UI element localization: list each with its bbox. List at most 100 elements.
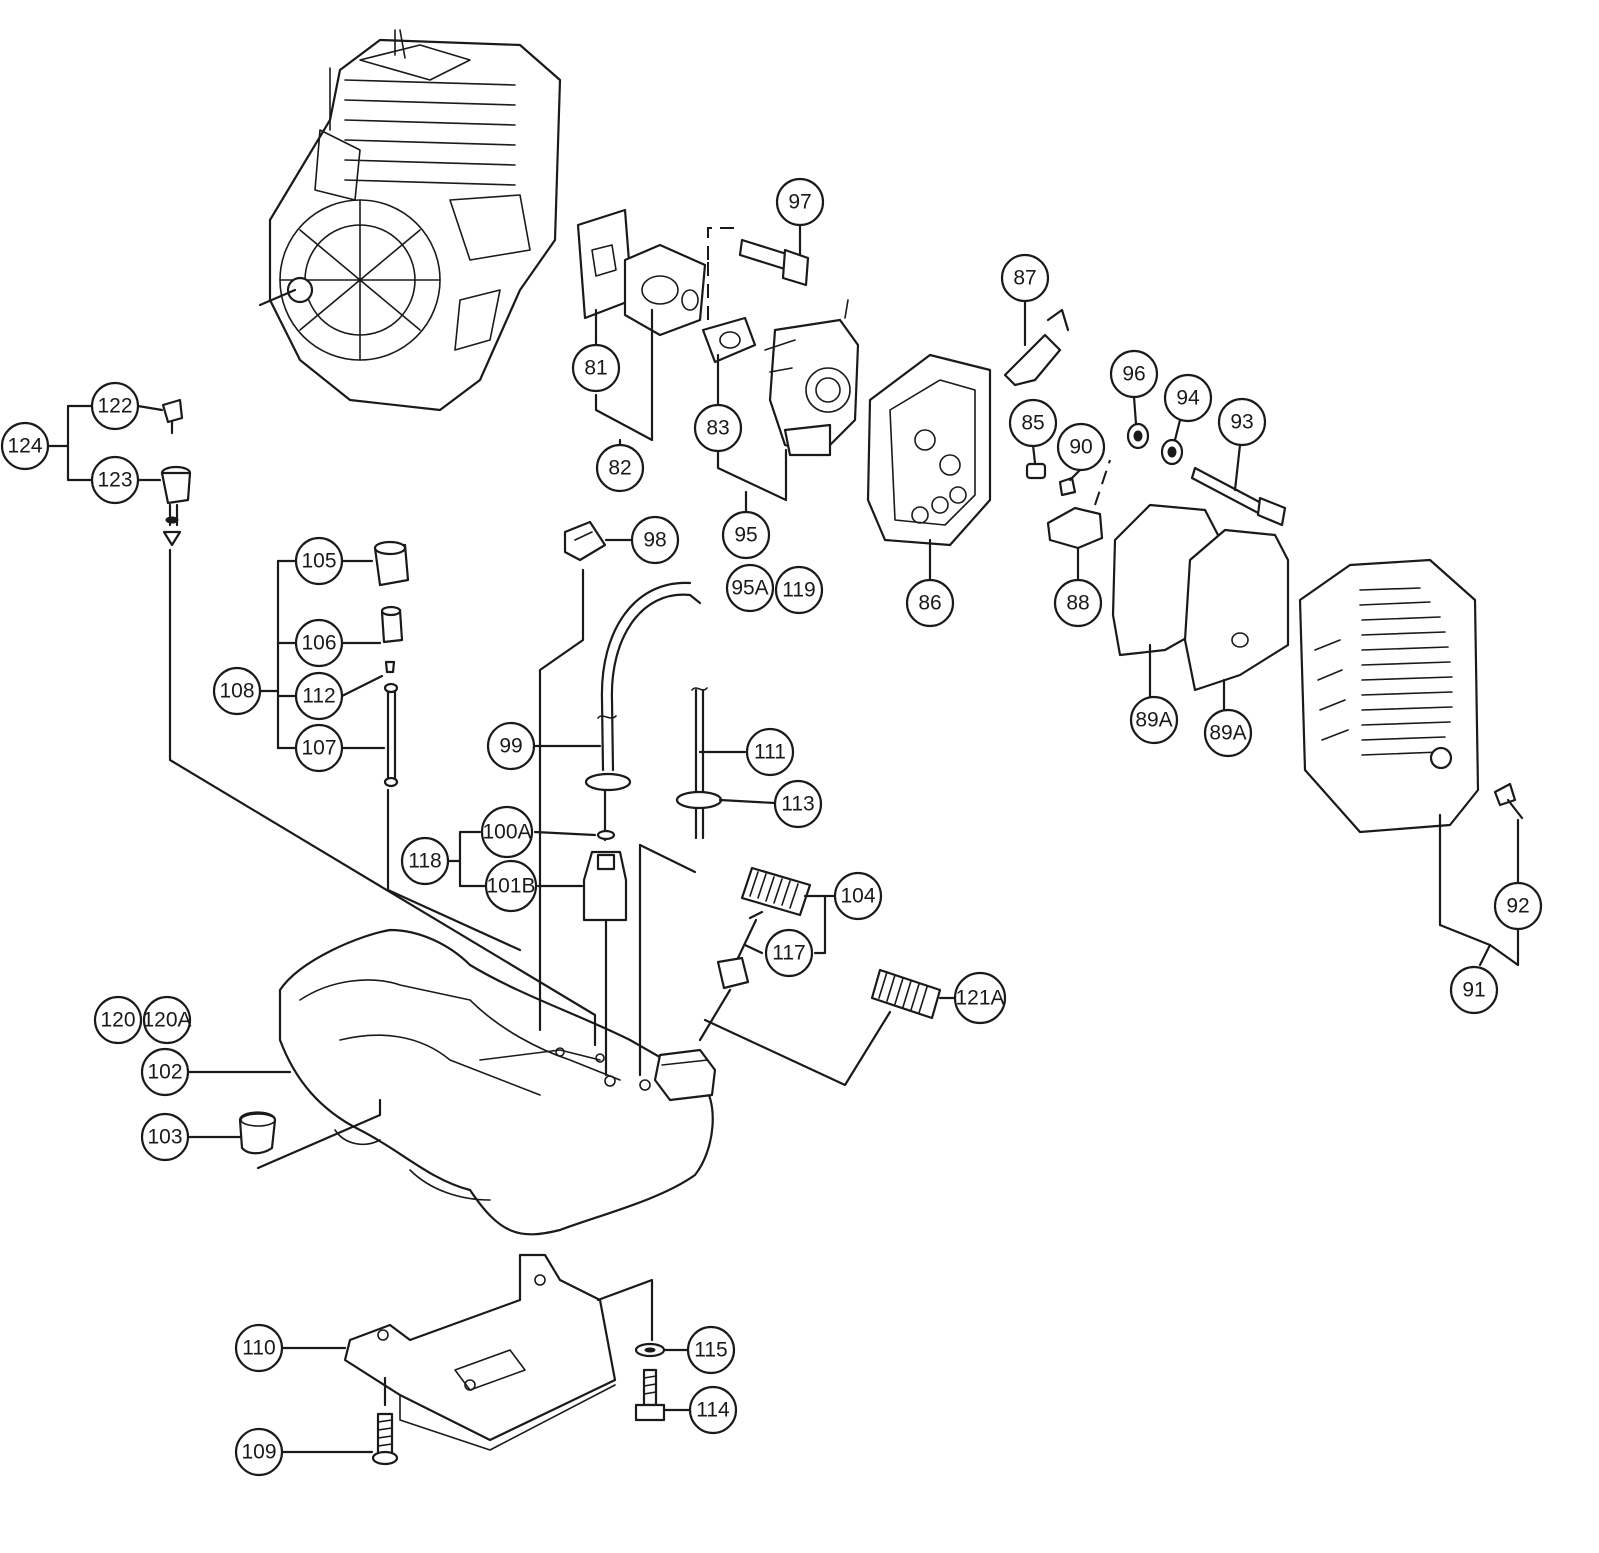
callout-112-label: 112	[302, 685, 335, 708]
callout-85-label: 85	[1021, 412, 1044, 435]
callout-120-label: 120	[100, 1009, 135, 1032]
callout-100a-label: 100A	[482, 821, 531, 844]
air-cleaner-cover	[1298, 558, 1480, 834]
tank-cap-122-123	[160, 398, 192, 547]
callout-105-label: 105	[301, 550, 336, 573]
callout-90: 90	[1056, 422, 1106, 472]
callout-123: 123	[90, 455, 140, 505]
cover-screw	[1493, 782, 1524, 820]
callout-114: 114	[688, 1385, 738, 1435]
insulator	[623, 243, 707, 337]
filler-strainer-121a	[870, 968, 942, 1020]
callout-91: 91	[1449, 965, 1499, 1015]
carb-gasket	[701, 316, 757, 364]
filler-strainer-104	[740, 866, 812, 917]
carburetor	[764, 299, 860, 457]
callout-89a-2-label: 89A	[1209, 722, 1246, 745]
callout-95-label: 95	[734, 524, 757, 547]
callout-82: 82	[595, 443, 645, 493]
callout-89a-1: 89A	[1129, 695, 1179, 745]
callout-96: 96	[1109, 349, 1159, 399]
callout-122-label: 122	[97, 395, 132, 418]
callout-95a: 95A	[725, 563, 775, 613]
callout-88: 88	[1053, 578, 1103, 628]
callout-98: 98	[630, 515, 680, 565]
callout-81: 81	[571, 343, 621, 393]
air-cleaner-case	[866, 353, 992, 547]
callout-85: 85	[1008, 398, 1058, 448]
callout-99-label: 99	[499, 735, 522, 758]
screw-109	[371, 1412, 399, 1466]
callout-102: 102	[140, 1047, 190, 1097]
callout-86-label: 86	[918, 592, 941, 615]
callout-115: 115	[686, 1325, 736, 1375]
primer-pump-assy	[373, 540, 410, 788]
callout-109-label: 109	[241, 1441, 276, 1464]
choke-plate	[1046, 506, 1104, 550]
callout-114-label: 114	[696, 1399, 730, 1422]
callout-112: 112	[294, 671, 344, 721]
callout-110-label: 110	[242, 1337, 275, 1360]
callout-100a: 100A	[480, 805, 534, 859]
engine-block	[258, 29, 562, 412]
callout-87-label: 87	[1013, 267, 1036, 290]
callout-118-label: 118	[408, 850, 441, 873]
callout-97-label: 97	[788, 191, 811, 214]
callout-123-label: 123	[97, 469, 132, 492]
callout-119-label: 119	[782, 579, 815, 602]
callout-95: 95	[721, 510, 771, 560]
callout-115-label: 115	[694, 1339, 727, 1362]
callout-103-label: 103	[147, 1126, 182, 1149]
callout-94: 94	[1163, 373, 1213, 423]
callout-109: 109	[234, 1427, 284, 1477]
air-filter-element-2	[1183, 528, 1290, 692]
callout-105: 105	[294, 536, 344, 586]
bolt-114	[634, 1368, 666, 1422]
washers-96-94	[1126, 422, 1184, 466]
callout-82-label: 82	[608, 457, 631, 480]
callout-124: 124	[0, 421, 50, 471]
callout-83-label: 83	[706, 417, 729, 440]
fuel-line	[584, 581, 702, 842]
callout-101b: 101B	[484, 859, 538, 913]
callout-120: 120	[93, 995, 143, 1045]
leader-lines	[46, 223, 1520, 1454]
callout-113-label: 113	[781, 793, 814, 816]
callout-95a-label: 95A	[731, 577, 768, 600]
callout-111-label: 111	[754, 741, 786, 764]
callout-101b-label: 101B	[486, 875, 535, 898]
callout-88-label: 88	[1066, 592, 1089, 615]
callout-87: 87	[1000, 253, 1050, 303]
callout-90-label: 90	[1069, 436, 1092, 459]
carb-bolt	[738, 238, 810, 287]
callout-92: 92	[1493, 881, 1543, 931]
callout-122: 122	[90, 381, 140, 431]
callout-83: 83	[693, 403, 743, 453]
callout-99: 99	[486, 721, 536, 771]
fuel-tank-cap-retainer	[563, 520, 607, 562]
callout-94-label: 94	[1176, 387, 1200, 410]
small-parts-85-90	[1025, 462, 1077, 497]
callout-97: 97	[775, 177, 825, 227]
cleaner-bolt	[1190, 466, 1287, 527]
callout-106-label: 106	[301, 632, 336, 655]
callout-107: 107	[294, 723, 344, 773]
callout-91-label: 91	[1462, 979, 1485, 1002]
callout-117-label: 117	[772, 942, 805, 965]
callout-113: 113	[773, 779, 823, 829]
callout-102-label: 102	[147, 1061, 182, 1084]
callout-107-label: 107	[301, 737, 336, 760]
callout-96-label: 96	[1122, 363, 1145, 386]
callout-110: 110	[234, 1323, 284, 1373]
fuel-tank	[278, 928, 717, 1236]
callout-93-label: 93	[1230, 411, 1253, 434]
fuel-filter	[582, 829, 628, 922]
callout-121a: 121A	[953, 971, 1007, 1025]
callout-104: 104	[833, 871, 883, 921]
callout-120a: 120A	[142, 995, 192, 1045]
callout-93: 93	[1217, 397, 1267, 447]
callout-89a-1-label: 89A	[1135, 709, 1172, 732]
callout-81-label: 81	[584, 357, 607, 380]
callout-118: 118	[400, 836, 450, 886]
